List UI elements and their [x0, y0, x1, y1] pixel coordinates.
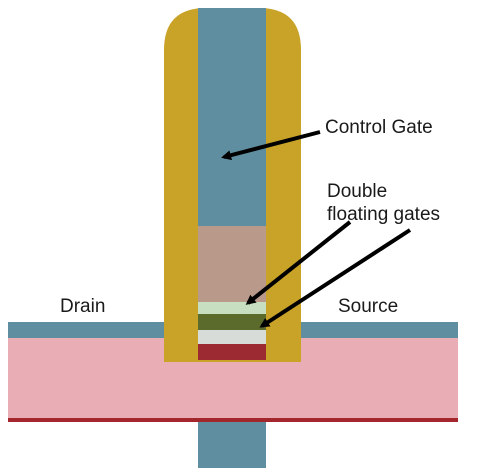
double-floating-gates-label: Double floating gates — [327, 180, 440, 226]
control-gate-arrow — [221, 130, 321, 161]
control-gate-label: Control Gate — [325, 117, 433, 138]
lower-floating-gate-arrow — [259, 228, 412, 328]
bottom-stem — [198, 420, 266, 468]
upper-floating-gate — [198, 302, 266, 314]
double-floating-gates-label-line1: Double — [327, 181, 388, 202]
control-gate — [198, 8, 266, 226]
channel — [198, 344, 266, 360]
interpoly-dielectric — [198, 226, 266, 302]
lower-floating-gate — [198, 314, 266, 330]
drain-label: Drain — [60, 296, 106, 317]
upper-floating-gate-arrow — [245, 220, 352, 305]
double-floating-gates-label-line2: floating gates — [327, 204, 441, 225]
tunnel-oxide — [198, 330, 266, 344]
substrate-bottom-line — [8, 418, 458, 422]
source-label: Source — [338, 296, 399, 317]
